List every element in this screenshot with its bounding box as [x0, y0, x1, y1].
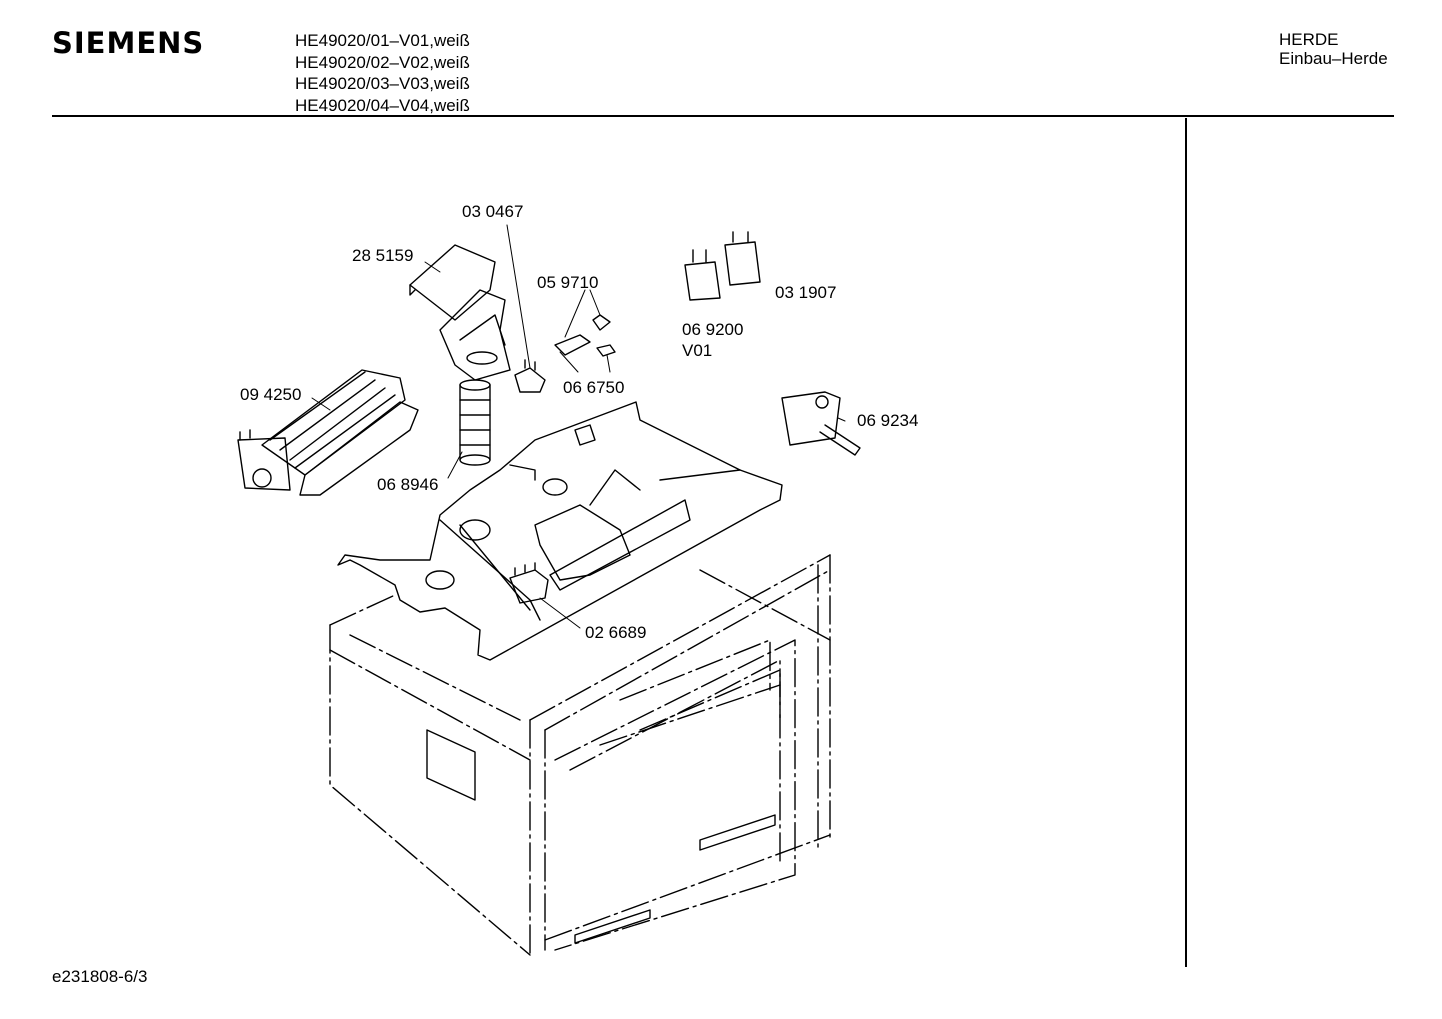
switch-drawing	[554, 314, 616, 357]
oven-window	[426, 729, 476, 801]
thermostat-drawing	[514, 359, 546, 393]
part-label-031907: 03 1907	[775, 283, 836, 302]
relay-drawing	[684, 231, 761, 301]
category-subtitle: Einbau–Herde	[1279, 49, 1388, 68]
part-label-v01: V01	[682, 341, 712, 360]
rotary-switch-drawing	[781, 391, 861, 456]
top-plate-drawing	[337, 401, 783, 661]
heater-cover-drawing	[409, 244, 511, 381]
document-reference: e231808-6/3	[52, 967, 148, 986]
fan-motor-drawing	[237, 369, 419, 496]
model-list: HE49020/01–V01,weiß HE49020/02–V02,weiß …	[295, 30, 470, 116]
part-label-094250: 09 4250	[240, 385, 301, 404]
category-block: HERDE Einbau–Herde	[1279, 30, 1388, 68]
part-label-030467: 03 0467	[462, 202, 523, 221]
heating-coil-drawing	[459, 379, 491, 466]
part-label-026689: 02 6689	[585, 623, 646, 642]
margin-divider	[1185, 118, 1187, 967]
leader-lines	[311, 224, 846, 629]
part-label-059710: 05 9710	[537, 273, 598, 292]
part-label-285159: 28 5159	[352, 246, 413, 265]
part-label-066750: 06 6750	[563, 378, 624, 397]
category-title: HERDE	[1279, 30, 1339, 49]
model-line: HE49020/04–V04,weiß	[295, 95, 470, 115]
model-line: HE49020/01–V01,weiß	[295, 31, 470, 50]
brand-logo: SIEMENS	[52, 26, 205, 60]
connector-drawing	[509, 562, 549, 604]
oven-cavity-drawing	[329, 554, 831, 956]
model-line: HE49020/03–V03,weiß	[295, 74, 470, 93]
part-label-069234: 06 9234	[857, 411, 918, 430]
part-label-069200: 06 9200	[682, 320, 743, 339]
part-label-068946: 06 8946	[377, 475, 438, 494]
model-line: HE49020/02–V02,weiß	[295, 52, 470, 72]
oven-handle-slot	[699, 814, 776, 851]
header-divider	[52, 115, 1394, 117]
